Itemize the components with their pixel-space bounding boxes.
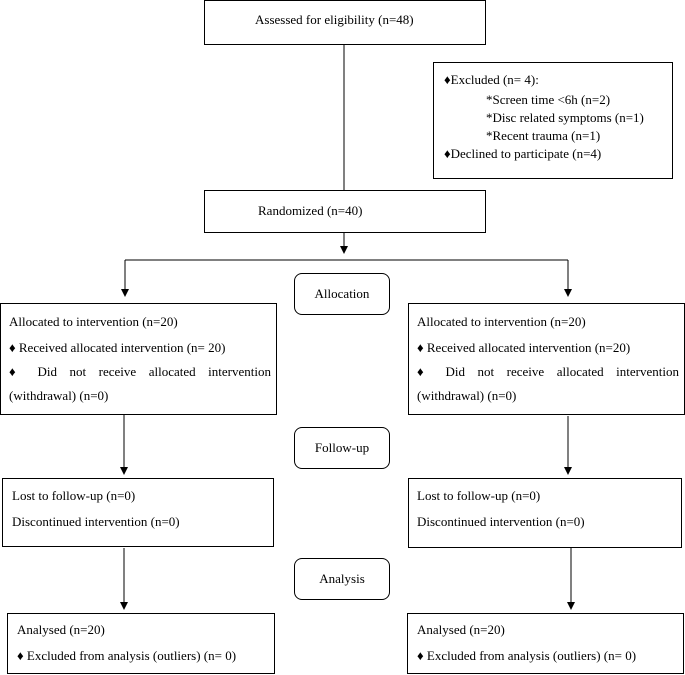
excluded-reason-screen-time: *Screen time <6h (n=2) [486, 92, 611, 107]
left-followup-box: Lost to follow-up (n=0) Discontinued int… [2, 478, 274, 547]
right-followup-box: Lost to follow-up (n=0) Discontinued int… [408, 478, 682, 548]
excluded-header: ♦Excluded (n= 4): [444, 72, 539, 87]
right-excluded-analysis-label: ♦ Excluded from analysis (outliers) (n= … [417, 648, 637, 663]
right-not-received-label: ♦ Did not receive allocated intervention… [417, 364, 679, 403]
stage-analysis: Analysis [294, 558, 390, 600]
assessed-label: Assessed for eligibility (n=48) [255, 12, 414, 27]
excluded-reason-recent-trauma: *Recent trauma (n=1) [486, 128, 601, 143]
stage-analysis-label: Analysis [319, 571, 365, 586]
left-analysis-box: Analysed (n=20) ♦ Excluded from analysis… [7, 613, 275, 674]
stage-allocation: Allocation [294, 273, 390, 315]
right-allocation-box: Allocated to intervention (n=20) ♦ Recei… [408, 303, 685, 415]
left-not-received-label: ♦ Did not receive allocated intervention… [9, 364, 271, 403]
left-discontinued-label: Discontinued intervention (n=0) [12, 514, 180, 529]
right-analysed-label: Analysed (n=20) [417, 622, 505, 637]
left-excluded-analysis-label: ♦ Excluded from analysis (outliers) (n= … [17, 648, 237, 663]
right-analysis-box: Analysed (n=20) ♦ Excluded from analysis… [407, 613, 684, 674]
left-allocated-label: Allocated to intervention (n=20) [9, 314, 178, 329]
stage-followup-label: Follow-up [314, 440, 370, 455]
left-received-label: ♦ Received allocated intervention (n= 20… [9, 340, 226, 355]
left-analysed-label: Analysed (n=20) [17, 622, 105, 637]
right-lost-label: Lost to follow-up (n=0) [417, 488, 541, 503]
excluded-reason-disc-symptoms: *Disc related symptoms (n=1) [486, 110, 644, 125]
assessed-box: Assessed for eligibility (n=48) [204, 0, 486, 45]
randomized-label: Randomized (n=40) [258, 203, 363, 218]
left-allocation-box: Allocated to intervention (n=20) ♦ Recei… [0, 303, 277, 415]
right-allocated-label: Allocated to intervention (n=20) [417, 314, 586, 329]
stage-followup: Follow-up [294, 427, 390, 469]
right-received-label: ♦ Received allocated intervention (n=20) [417, 340, 631, 355]
right-discontinued-label: Discontinued intervention (n=0) [417, 514, 585, 529]
left-lost-label: Lost to follow-up (n=0) [12, 488, 136, 503]
declined-label: ♦Declined to participate (n=4) [444, 146, 602, 161]
randomized-box: Randomized (n=40) [204, 190, 486, 233]
excluded-box: ♦Excluded (n= 4): *Screen time <6h (n=2)… [433, 62, 673, 179]
stage-allocation-label: Allocation [314, 286, 370, 301]
